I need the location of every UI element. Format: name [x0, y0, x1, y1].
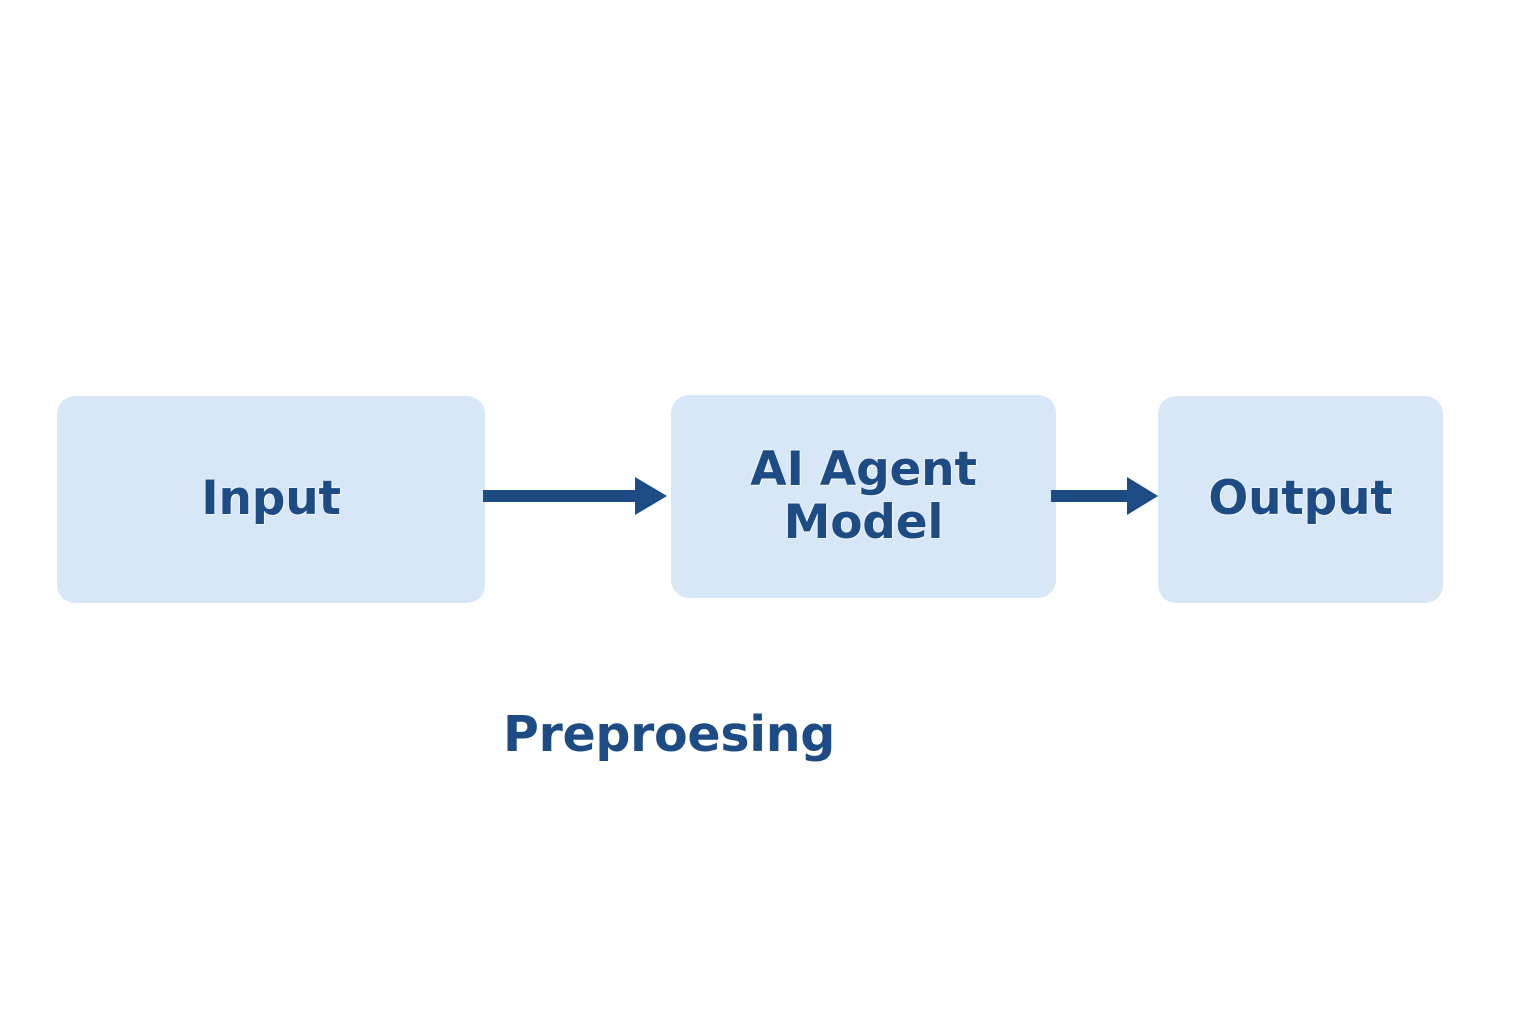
arrow-input-to-model: [483, 472, 671, 520]
flow-node-ai-agent-model[interactable]: AI Agent Model: [671, 395, 1056, 598]
arrow-right-icon: [1051, 477, 1158, 515]
flow-node-output-label: Output: [1208, 471, 1393, 527]
flow-node-input[interactable]: Input: [57, 396, 485, 603]
flow-node-input-label: Input: [201, 471, 341, 527]
diagram-caption: Preproesing: [503, 706, 836, 763]
arrow-right-icon: [483, 477, 667, 515]
arrow-model-to-output: [1051, 472, 1162, 520]
flow-node-ai-agent-model-label: AI Agent Model: [750, 441, 977, 550]
flow-node-output[interactable]: Output: [1158, 396, 1443, 603]
